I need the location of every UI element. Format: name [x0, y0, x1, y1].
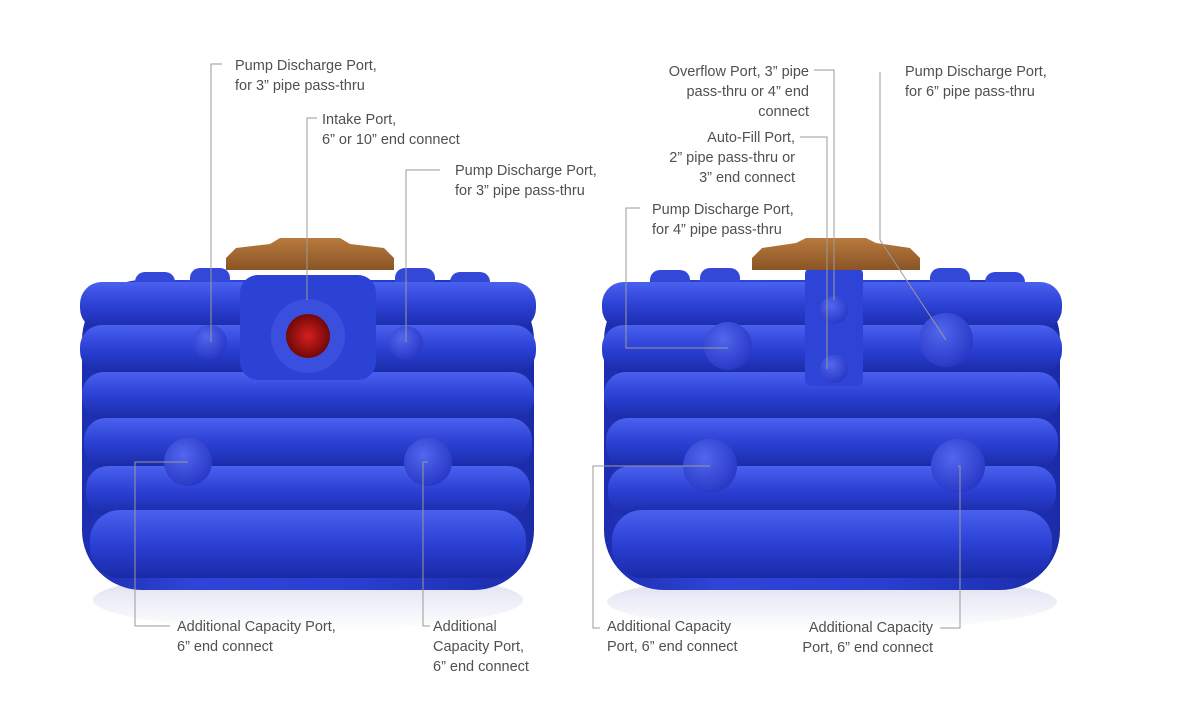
- callout-capacity-right: Additional Capacity Port, 6” end connect: [433, 619, 529, 675]
- callout-intake-port: Intake Port, 6” or 10” end connect: [322, 112, 460, 148]
- callout-pump-discharge-right: Pump Discharge Port, for 3” pipe pass-th…: [455, 163, 597, 199]
- callout-auto-fill-port: Auto-Fill Port, 2” pipe pass-thru or 3” …: [669, 130, 795, 186]
- leader-lines: [134, 63, 961, 629]
- lid: [752, 238, 920, 270]
- lid: [226, 238, 394, 270]
- port-overflow: [820, 296, 848, 324]
- port-discharge-right: [389, 326, 423, 360]
- intake-port: [286, 314, 330, 358]
- callout-pump-discharge-6in: Pump Discharge Port, for 6” pipe pass-th…: [905, 64, 1047, 100]
- callout-pump-discharge-4in: Pump Discharge Port, for 4” pipe pass-th…: [652, 202, 794, 238]
- left-tank: [80, 238, 536, 630]
- callout-capacity-left-r: Additional Capacity Port, 6” end connect: [607, 619, 738, 655]
- callout-pump-discharge-left: Pump Discharge Port, for 3” pipe pass-th…: [235, 58, 377, 94]
- port-auto-fill: [820, 355, 848, 383]
- callout-overflow-port: Overflow Port, 3” pipe pass-thru or 4” e…: [668, 64, 809, 120]
- callout-capacity-left: Additional Capacity Port, 6” end connect: [177, 619, 336, 655]
- callout-capacity-right-r: Additional Capacity Port, 6” end connect: [802, 620, 933, 656]
- right-tank: [602, 238, 1062, 630]
- port-discharge-left: [193, 325, 227, 359]
- port-discharge-4in: [704, 322, 752, 370]
